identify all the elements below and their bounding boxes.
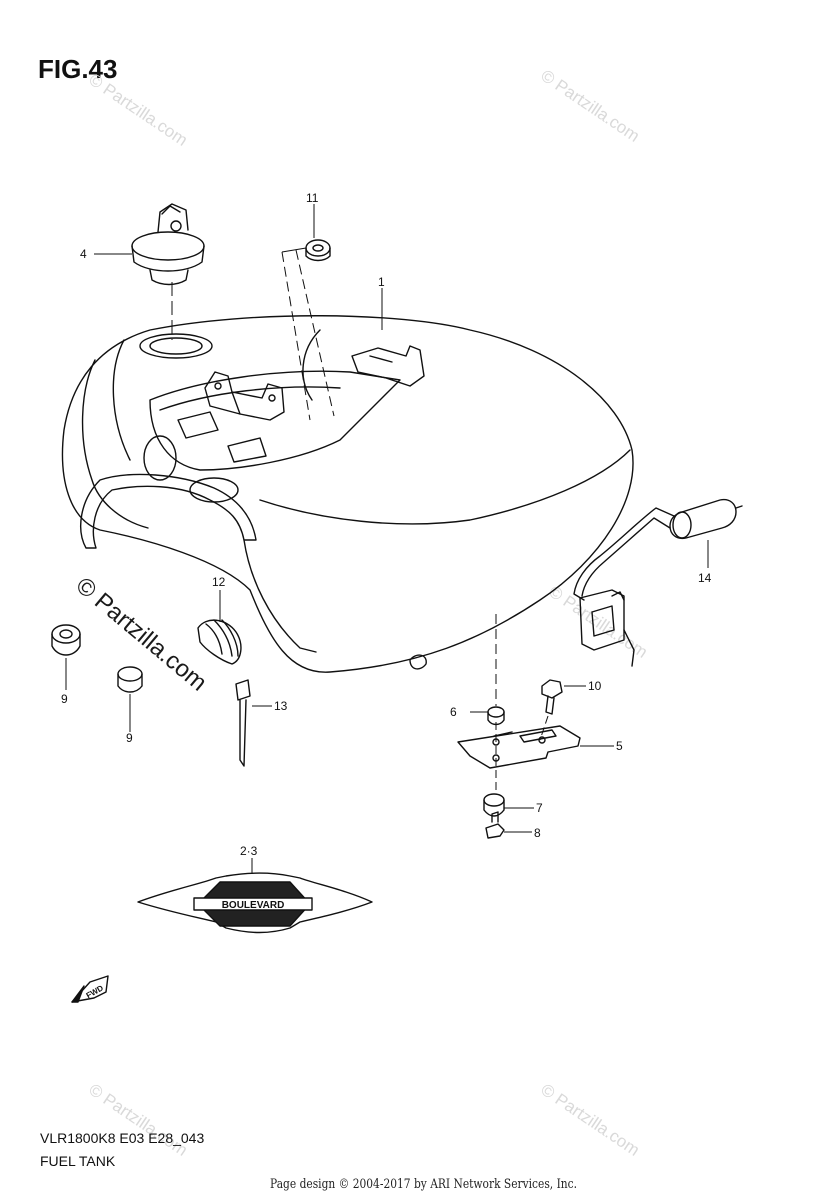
clamp-tie-part — [235, 679, 251, 767]
callout-11: 11 — [306, 191, 319, 205]
emblem-part — [137, 872, 373, 934]
model-code: VLR1800K8 E03 E28_043 — [40, 1130, 205, 1146]
page-footer: Page design © 2004-2017 by ARI Network S… — [270, 1177, 578, 1192]
grommet-part-12 — [197, 619, 242, 665]
callout-12: 12 — [212, 575, 226, 589]
bracket-plate-part — [457, 725, 581, 769]
leader-lines — [65, 204, 709, 874]
fuel-sender-part — [573, 498, 743, 667]
cushion-part-9b — [117, 666, 143, 693]
callout-5: 5 — [616, 739, 623, 753]
bolt-part-10 — [541, 679, 563, 715]
cushion-part-9a — [51, 624, 81, 656]
forward-arrow-icon — [71, 975, 109, 1003]
callout-13: 13 — [274, 699, 288, 713]
grommet-part-11 — [305, 239, 331, 262]
fuel-cap-part — [131, 203, 205, 286]
callout-9a: 9 — [61, 692, 68, 706]
callout-14: 14 — [698, 571, 712, 585]
fuel-tank-part — [61, 315, 634, 673]
callout-10: 10 — [588, 679, 602, 693]
callout-2-3: 2·3 — [240, 844, 258, 858]
callout-6: 6 — [450, 705, 457, 719]
cushion-part-7 — [483, 793, 505, 817]
callout-9b: 9 — [126, 731, 133, 745]
bolt-part-8 — [485, 811, 505, 839]
callout-1: 1 — [378, 275, 385, 289]
figure-title: FIG.43 — [38, 54, 118, 84]
section-name: FUEL TANK — [40, 1153, 116, 1169]
nut-part-6 — [487, 706, 505, 726]
emblem-text: BOULEVARD — [222, 900, 285, 911]
callout-8: 8 — [534, 826, 541, 840]
callout-4: 4 — [80, 247, 87, 261]
callout-7: 7 — [536, 801, 543, 815]
